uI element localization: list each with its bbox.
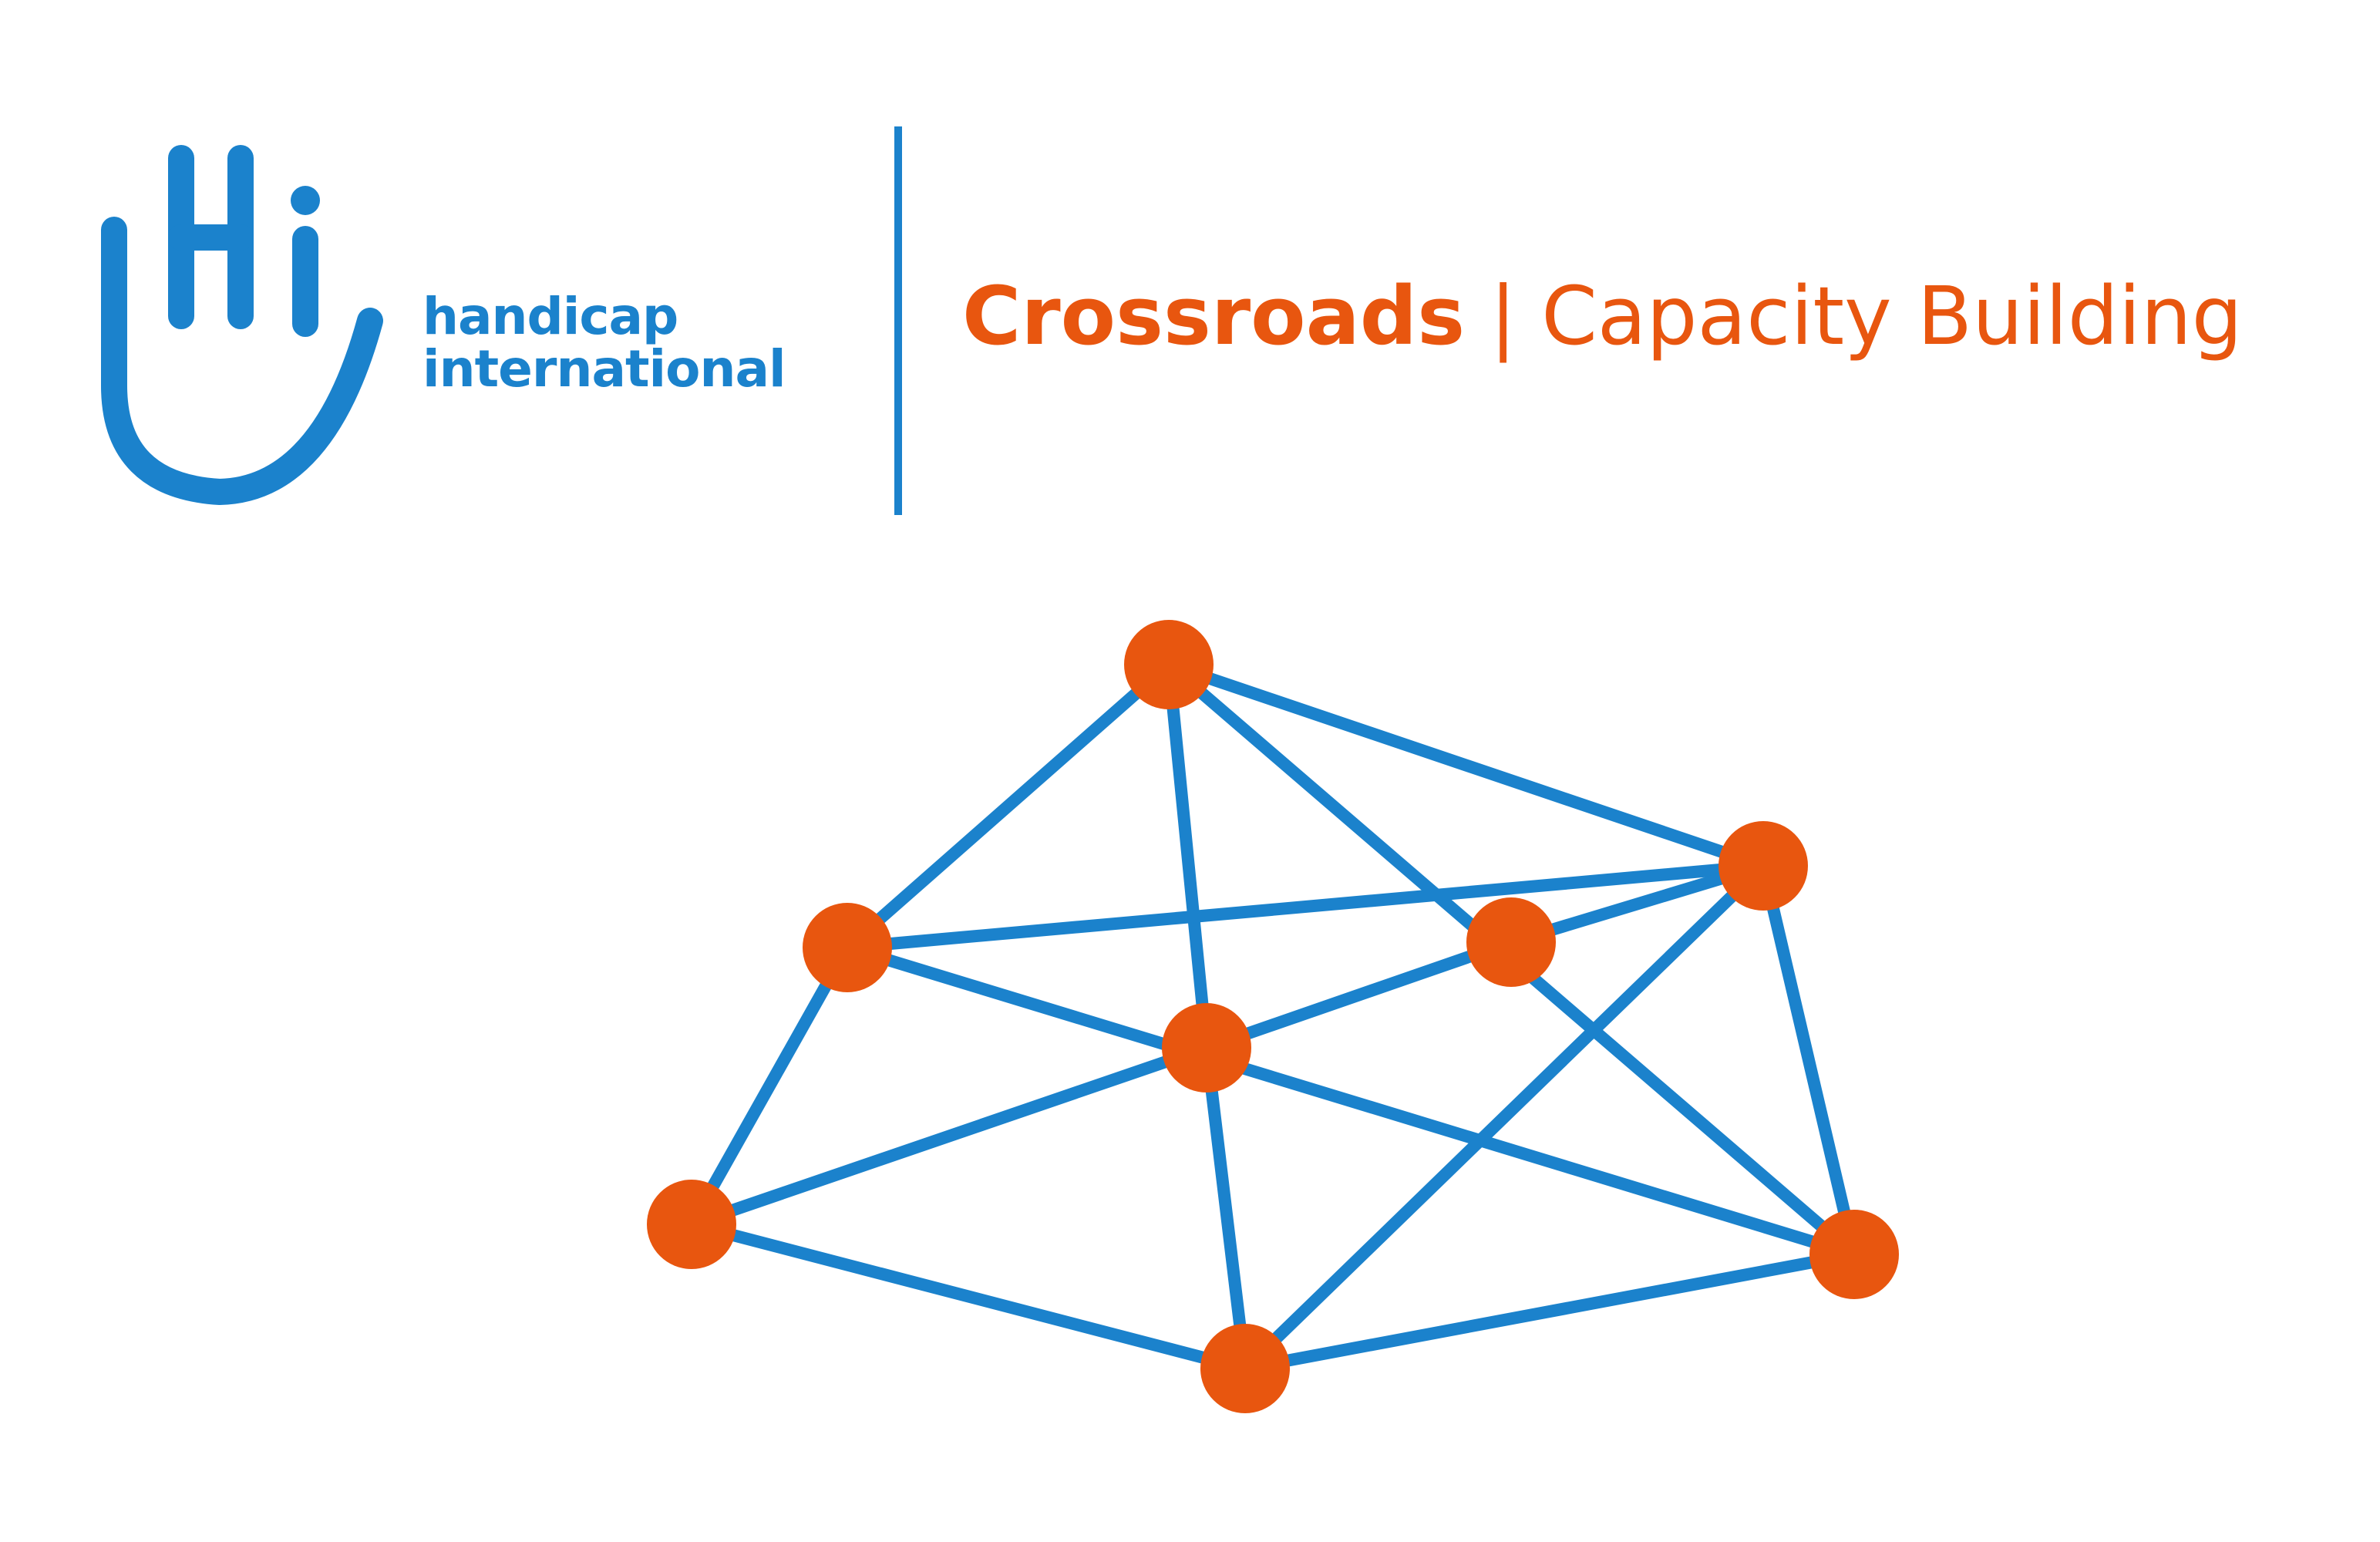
network-node	[803, 903, 892, 992]
network-edge	[685, 1042, 1213, 1231]
header-divider	[894, 126, 902, 515]
network-edge	[1757, 860, 1860, 1261]
network-node	[647, 1180, 736, 1269]
network-edge	[685, 1218, 1251, 1375]
page-title: Crossroads | Capacity Building	[962, 270, 2243, 362]
network-node	[1809, 1210, 1899, 1299]
network-edge	[685, 941, 853, 1231]
network-edge	[841, 941, 1860, 1261]
logo-text-handicap: handicap	[422, 287, 678, 346]
network-edge	[841, 860, 1769, 954]
network-edge	[1163, 658, 1769, 872]
title-crossroads: Crossroads	[962, 269, 1466, 363]
network-node	[1200, 1324, 1290, 1413]
network-edge	[1163, 658, 1213, 1054]
network-node	[1162, 1003, 1251, 1093]
network-edge	[841, 658, 1175, 954]
network-node	[1124, 620, 1214, 709]
network-node	[1466, 897, 1556, 987]
title-separator: |	[1490, 269, 1517, 363]
network-edge	[1239, 1248, 1860, 1375]
network-edge	[1239, 860, 1769, 1375]
title-capacity-building: Capacity Building	[1541, 269, 2243, 363]
hi-hand-logo-icon	[101, 145, 383, 506]
network-node	[1719, 821, 1808, 911]
network-edge	[1200, 936, 1517, 1054]
logo-text-international: international	[422, 339, 786, 399]
network-edge	[1200, 1042, 1251, 1375]
